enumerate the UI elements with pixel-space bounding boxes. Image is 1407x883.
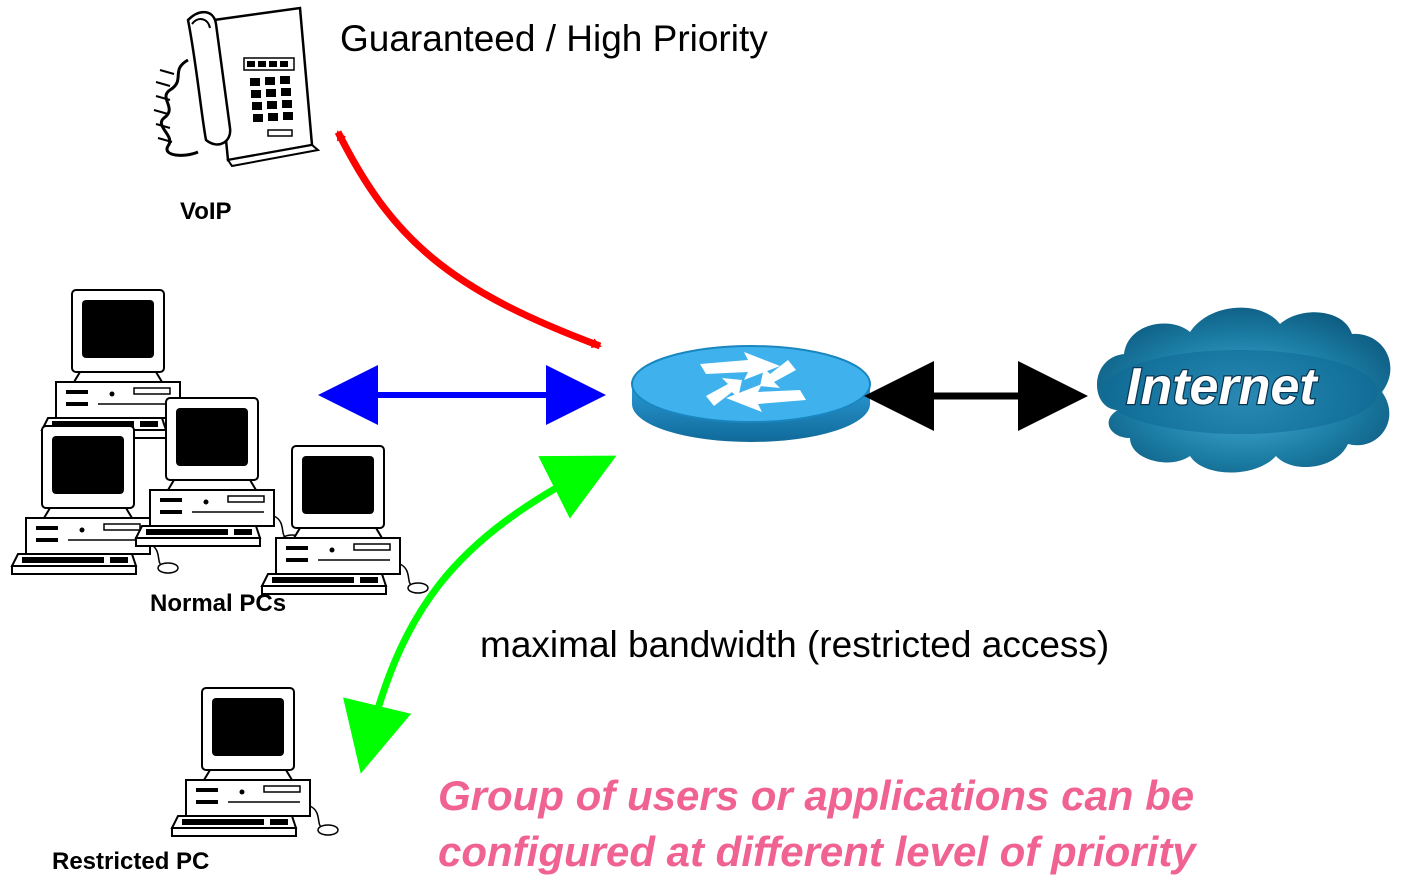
restricted-pc-link [343, 455, 617, 774]
router-icon [631, 345, 871, 442]
guaranteed-priority-label: Guaranteed / High Priority [340, 18, 768, 59]
phone-icon [153, 6, 321, 168]
restricted-pc-label: Restricted PC [52, 848, 210, 875]
restricted-pc-icon [171, 687, 339, 837]
maximal-bandwidth-label: maximal bandwidth (restricted access) [480, 624, 1110, 665]
tagline-line1: Group of users or applications can be [438, 772, 1195, 819]
voip-label: VoIP [180, 198, 232, 225]
voip-priority-link [334, 130, 602, 350]
normal-pcs-label: Normal PCs [150, 590, 287, 617]
tagline-line2: configured at different level of priorit… [438, 828, 1196, 875]
internet-cloud-icon: Internet [1096, 307, 1391, 473]
internet-label: Internet [1126, 358, 1319, 416]
pc-icon [261, 445, 429, 595]
